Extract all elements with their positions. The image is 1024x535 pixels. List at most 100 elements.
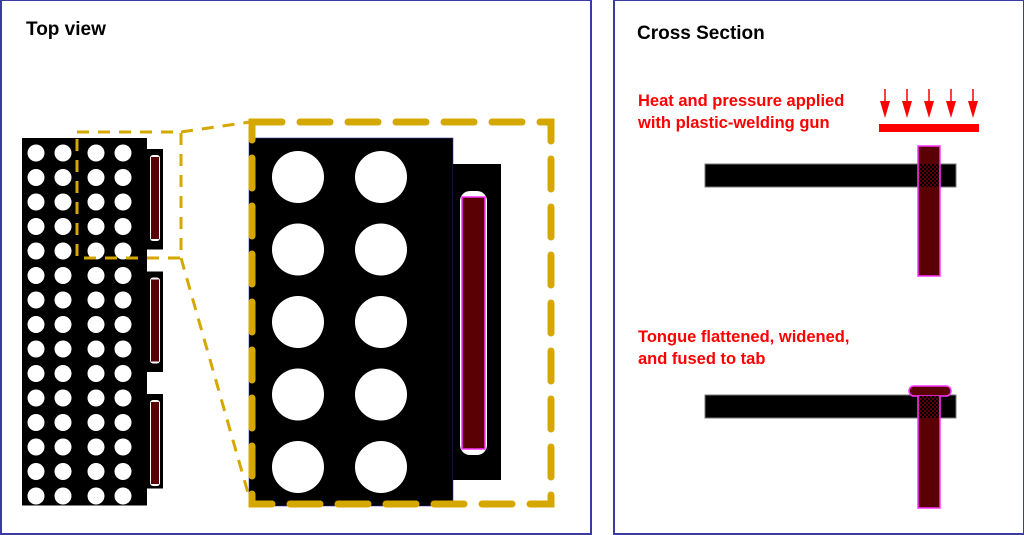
hole — [27, 316, 45, 333]
hole — [54, 316, 72, 333]
hole — [54, 463, 72, 480]
hole — [27, 144, 45, 162]
zoom-source-box — [75, 130, 183, 260]
hole — [87, 487, 105, 505]
hole — [27, 389, 45, 407]
hole — [27, 487, 45, 505]
arrow-head — [946, 101, 956, 118]
hole — [272, 223, 324, 276]
hole — [114, 291, 132, 309]
after-annotation: Tongue flattened, widened, and fused to … — [638, 328, 850, 368]
before-annotation: Heat and pressure applied with plastic-w… — [638, 92, 845, 132]
hole — [87, 291, 105, 309]
cross-section-panel: Cross Section Heat and pressure applied … — [613, 0, 1024, 535]
hole — [54, 169, 72, 186]
tab-bar — [704, 394, 957, 419]
zoom-connector-bottom — [179, 257, 252, 501]
hole — [114, 316, 132, 333]
hole — [355, 368, 407, 421]
hole — [87, 267, 105, 284]
hole — [114, 218, 132, 235]
hole — [54, 487, 72, 505]
hole — [27, 267, 45, 284]
top-view-title: Top view — [26, 19, 106, 40]
arrow-head — [968, 101, 978, 118]
hole — [27, 340, 45, 358]
hole — [54, 267, 72, 284]
arrow-head — [924, 101, 934, 118]
hole — [87, 242, 105, 260]
hole — [87, 218, 105, 235]
hole — [54, 340, 72, 358]
hole — [272, 441, 324, 493]
zoom-connector-top — [180, 120, 251, 134]
hole — [272, 368, 324, 421]
hole — [54, 291, 72, 309]
welding-gun-plate — [879, 124, 979, 132]
cross-section-after — [704, 385, 957, 509]
hole — [54, 389, 72, 407]
hole — [114, 438, 132, 456]
hole — [355, 296, 407, 348]
pressure-arrows — [880, 89, 978, 118]
cross-section-before — [704, 89, 979, 277]
hole — [54, 242, 72, 260]
hole — [355, 151, 407, 203]
tongue — [151, 402, 159, 484]
hole — [272, 296, 324, 348]
hole — [87, 316, 105, 333]
tongue — [461, 196, 486, 450]
hole — [87, 365, 105, 382]
hole — [54, 365, 72, 382]
hole — [272, 151, 324, 203]
flattened-tongue-head — [908, 385, 952, 397]
hole — [27, 463, 45, 480]
arrow-head — [880, 101, 890, 118]
hole — [27, 169, 45, 186]
hole — [87, 340, 105, 358]
hole — [27, 218, 45, 235]
zoom-detail-frame — [248, 118, 555, 508]
zoom-connector-lines — [75, 120, 252, 501]
cross-section-title: Cross Section — [637, 23, 765, 44]
overlap-region — [919, 164, 939, 187]
zoomed-segment — [248, 137, 501, 507]
hole — [114, 414, 132, 431]
hole — [54, 193, 72, 211]
hole — [114, 144, 132, 162]
hole — [114, 193, 132, 211]
hole — [27, 438, 45, 456]
hole — [114, 340, 132, 358]
hole — [54, 414, 72, 431]
hole — [87, 389, 105, 407]
hole — [114, 487, 132, 505]
hole — [114, 267, 132, 284]
hole — [54, 218, 72, 235]
hole — [54, 438, 72, 456]
hole — [27, 291, 45, 309]
hole — [87, 193, 105, 211]
hole — [87, 463, 105, 480]
hole — [87, 414, 105, 431]
hole — [27, 242, 45, 260]
tongue — [151, 279, 159, 362]
hole — [114, 463, 132, 480]
fused-region — [919, 396, 939, 418]
hole — [114, 242, 132, 260]
hole — [87, 438, 105, 456]
arrow-head — [902, 101, 912, 118]
top-view-strip — [22, 138, 163, 506]
hole — [54, 144, 72, 162]
hole — [355, 441, 407, 493]
tongue — [151, 157, 159, 239]
hole — [87, 169, 105, 186]
hole — [114, 365, 132, 382]
hole — [27, 193, 45, 211]
hole — [27, 365, 45, 382]
hole — [87, 144, 105, 162]
tab-bar — [704, 163, 957, 188]
hole — [27, 414, 45, 431]
hole — [114, 169, 132, 186]
hole — [114, 389, 132, 407]
